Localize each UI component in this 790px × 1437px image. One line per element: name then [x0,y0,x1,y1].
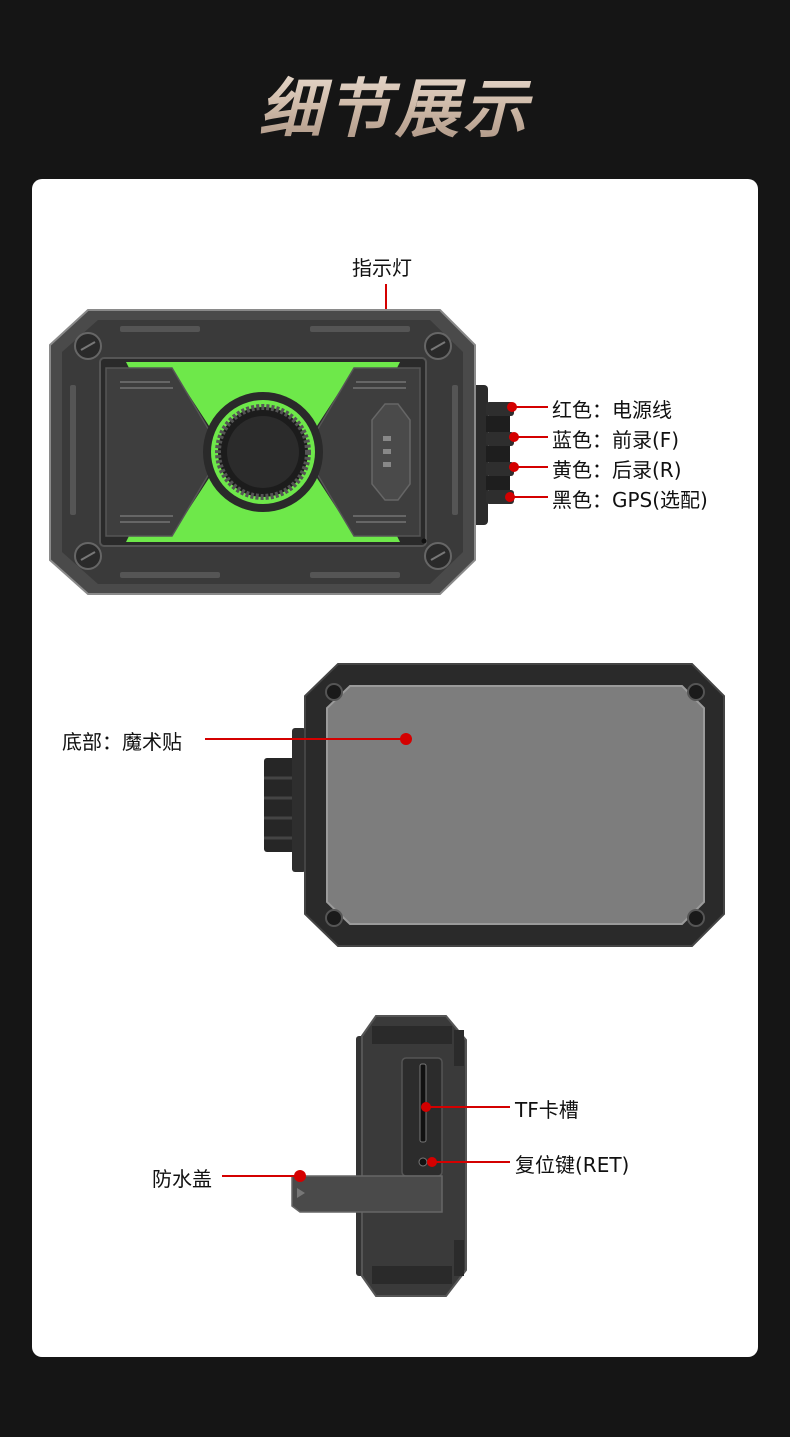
callout-blue-front-record: 蓝色：前录(F) [552,428,680,452]
device-side-view [291,1015,467,1297]
device-top-view [49,309,514,595]
callout-line-bottom [205,733,412,745]
callout-lines-side [222,1102,510,1182]
callout-lines-top [385,284,548,502]
page-title: 细节展示 [0,58,790,150]
callout-indicator-light: 指示灯 [352,256,412,280]
callout-tf-slot: TF卡槽 [515,1098,579,1122]
callout-reset-button: 复位键(RET) [515,1153,630,1177]
device-bottom-view [264,663,725,947]
callout-bottom-velcro: 底部：魔术贴 [62,730,182,754]
callout-red-power-wire: 红色：电源线 [552,398,672,422]
callout-yellow-rear-record: 黄色：后录(R) [552,458,682,482]
callout-black-gps: 黑色：GPS(选配) [552,488,708,512]
callout-waterproof-cover: 防水盖 [152,1167,212,1191]
